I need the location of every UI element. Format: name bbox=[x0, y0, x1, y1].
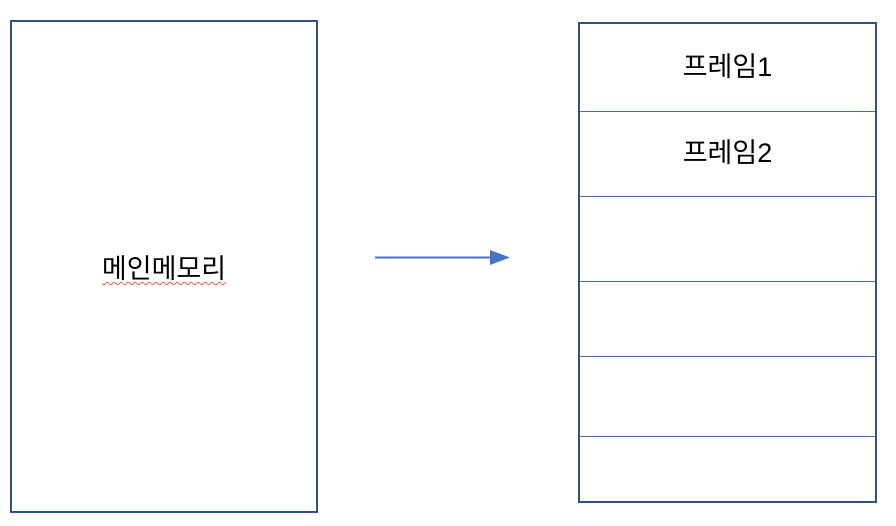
main-memory-label-text: 메인메모리 bbox=[101, 254, 227, 284]
frame-row-label: 프레임2 bbox=[682, 138, 773, 169]
table-row[interactable]: 프레임1 bbox=[580, 24, 875, 112]
table-row[interactable] bbox=[580, 282, 875, 357]
frame-table[interactable]: 프레임1 프레임2 bbox=[578, 22, 877, 503]
frame-row-label: 프레임1 bbox=[682, 51, 773, 82]
main-memory-label: 메인메모리 bbox=[12, 254, 316, 285]
table-row[interactable] bbox=[580, 357, 875, 437]
main-memory-block[interactable]: 메인메모리 bbox=[10, 20, 318, 513]
table-row[interactable] bbox=[580, 437, 875, 501]
table-row[interactable]: 프레임2 bbox=[580, 112, 875, 197]
arrow-right-icon bbox=[375, 250, 510, 265]
flow-arrow bbox=[370, 240, 515, 276]
table-row[interactable] bbox=[580, 197, 875, 282]
